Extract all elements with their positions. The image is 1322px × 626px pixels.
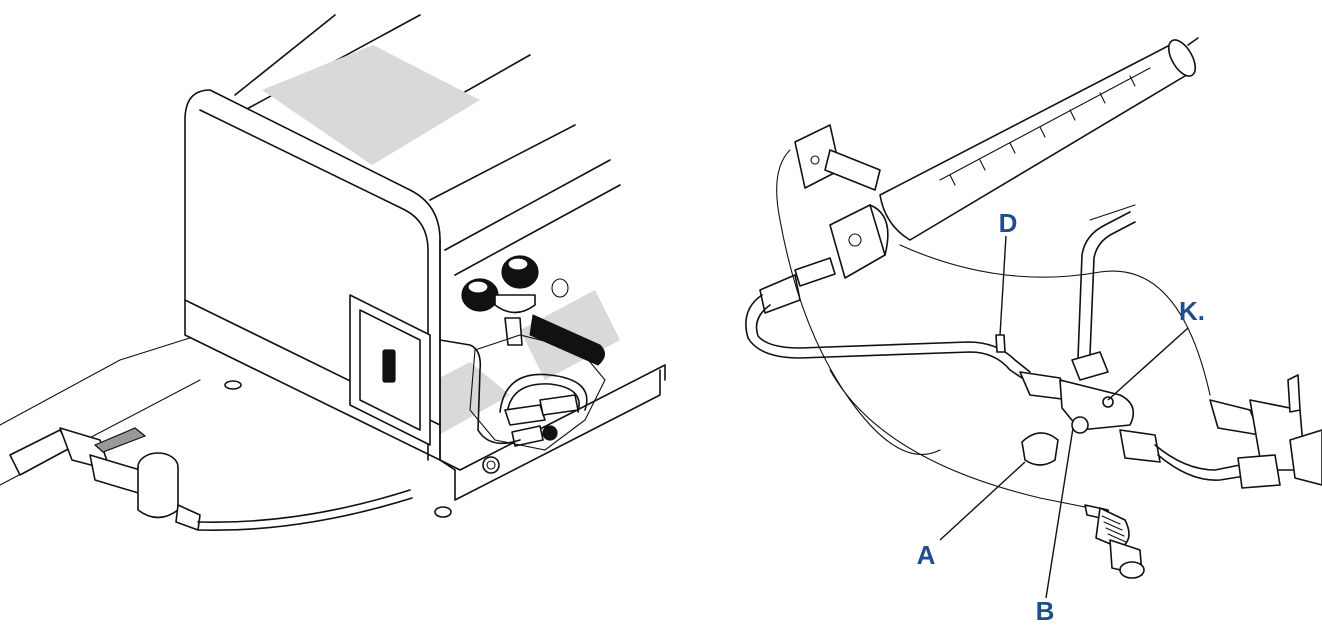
regulator-body	[137, 467, 179, 519]
flange-fitting	[794, 257, 836, 287]
hose-loop-inner	[506, 383, 580, 416]
supply-pipe	[9, 429, 71, 476]
leader-b	[1045, 427, 1074, 599]
boiler-cylinder	[879, 44, 1196, 241]
pin-d	[995, 334, 1006, 353]
right-nut-b	[1237, 454, 1281, 489]
cylinder-markings	[939, 67, 1151, 186]
outlet-pipe-2	[1157, 454, 1246, 481]
nut-icon	[542, 425, 558, 441]
callout-label-k: K.	[1179, 296, 1205, 326]
regulator-fitting	[175, 504, 201, 531]
steam-pipe-lower	[755, 304, 1031, 373]
right-panel-assembly-illustration: D K. A B	[745, 37, 1322, 626]
tee-port	[1071, 416, 1089, 434]
connector-tee	[504, 404, 546, 426]
steam-pipe-upper	[745, 294, 1026, 381]
cup-warmer-panel	[262, 45, 480, 165]
leader-a	[939, 461, 1026, 541]
flange-hole	[848, 233, 862, 247]
machine-ridge-2	[429, 124, 576, 201]
capillary-line	[776, 149, 941, 455]
portafilter-spout	[504, 317, 523, 346]
drain-fitting-inner	[486, 460, 496, 470]
knob-right-icon	[501, 255, 539, 289]
shutoff-lever	[93, 427, 147, 453]
probe-thread-lines	[1101, 515, 1127, 543]
foot-right	[434, 506, 452, 518]
foot-left	[224, 380, 242, 390]
right-fitting	[1289, 429, 1322, 486]
callout-label-d: D	[999, 208, 1018, 238]
probe-cable	[829, 369, 1101, 511]
connector-lower	[511, 425, 544, 447]
machine-ridge-4	[454, 184, 621, 276]
floor-line	[0, 329, 216, 426]
base-corner	[439, 459, 456, 471]
supply-hose	[197, 489, 411, 524]
water-tube	[439, 339, 482, 431]
hose-bend	[477, 429, 521, 445]
nut-right	[1119, 429, 1161, 463]
flange-ring	[869, 204, 889, 256]
drain-fitting	[482, 456, 500, 474]
machine-top-edge	[234, 14, 336, 96]
bracket-arm	[824, 149, 881, 191]
leader-k	[1107, 327, 1189, 401]
boiler-end-cap	[1167, 39, 1197, 77]
service-panel-inner	[359, 309, 421, 431]
detail-outline	[469, 334, 606, 451]
switch-icon	[382, 349, 396, 383]
group-head	[494, 294, 536, 314]
machine-ridge-3	[444, 159, 611, 251]
supply-hose-2	[197, 497, 413, 532]
cap-a	[1021, 432, 1059, 466]
sensor-wire	[899, 244, 1211, 396]
machine-base-side	[454, 369, 661, 501]
riser-pipe-2	[1089, 221, 1136, 356]
wire-stub	[1089, 204, 1136, 221]
probe-tip	[1119, 561, 1145, 579]
flange-block	[829, 204, 886, 279]
callout-label-b: B	[1036, 596, 1055, 626]
knob-left-icon	[461, 278, 499, 312]
supply-pipe-2	[89, 454, 146, 496]
connector-union	[539, 394, 579, 416]
riser-pipe	[1077, 211, 1131, 359]
leader-d	[999, 235, 1007, 336]
bracket-screw	[810, 155, 820, 165]
callout-label-a: A	[917, 540, 936, 570]
boiler-rod	[1187, 37, 1199, 46]
tee-screw	[1102, 396, 1114, 408]
hose-loop	[499, 373, 588, 413]
portafilter-handle	[529, 314, 605, 366]
left-panel-machine-illustration	[0, 14, 666, 532]
machine-body-inner-edge	[199, 109, 429, 461]
right-nipple	[1287, 374, 1301, 413]
indicator-light	[551, 278, 569, 298]
outlet-pipe	[1154, 444, 1241, 471]
machine-side	[439, 239, 666, 471]
